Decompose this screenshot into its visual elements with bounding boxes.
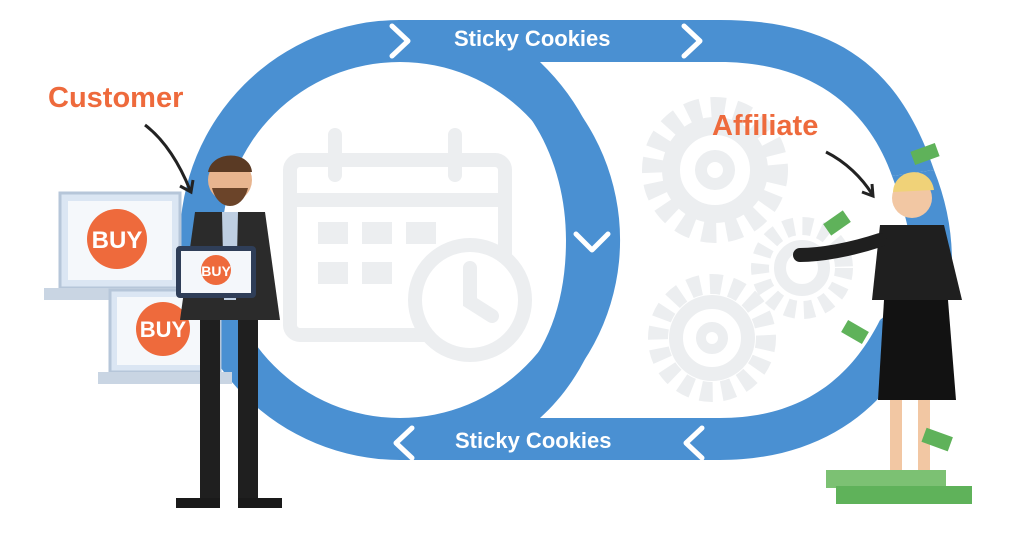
arrow-left-icon (683, 425, 705, 461)
buy-badge-text: BUY (92, 227, 143, 254)
affiliate-label: Affiliate (712, 110, 819, 142)
loop-bottom-band (400, 240, 922, 460)
buy-badge-text: BUY (201, 263, 231, 279)
bottom-track-label: Sticky Cookies (455, 428, 612, 453)
gear-icon (642, 97, 788, 243)
calendar-clock-icon (283, 128, 532, 362)
arrow-down-icon (573, 231, 611, 253)
gear-icon (751, 217, 853, 319)
gear-icon (648, 274, 776, 402)
arrow-left-icon (393, 425, 415, 461)
loop-top-band (398, 20, 934, 240)
buy-badge-text: BUY (140, 317, 187, 342)
tablet-icon: BUY (176, 246, 256, 298)
laptop-icon: BUY (44, 191, 196, 300)
arrow-right-icon (681, 23, 703, 59)
money-icon (823, 142, 972, 504)
top-track-label: Sticky Cookies (454, 26, 611, 51)
affiliate-figure (793, 150, 962, 495)
arrow-right-icon (389, 23, 411, 59)
customer-label: Customer (48, 82, 184, 114)
